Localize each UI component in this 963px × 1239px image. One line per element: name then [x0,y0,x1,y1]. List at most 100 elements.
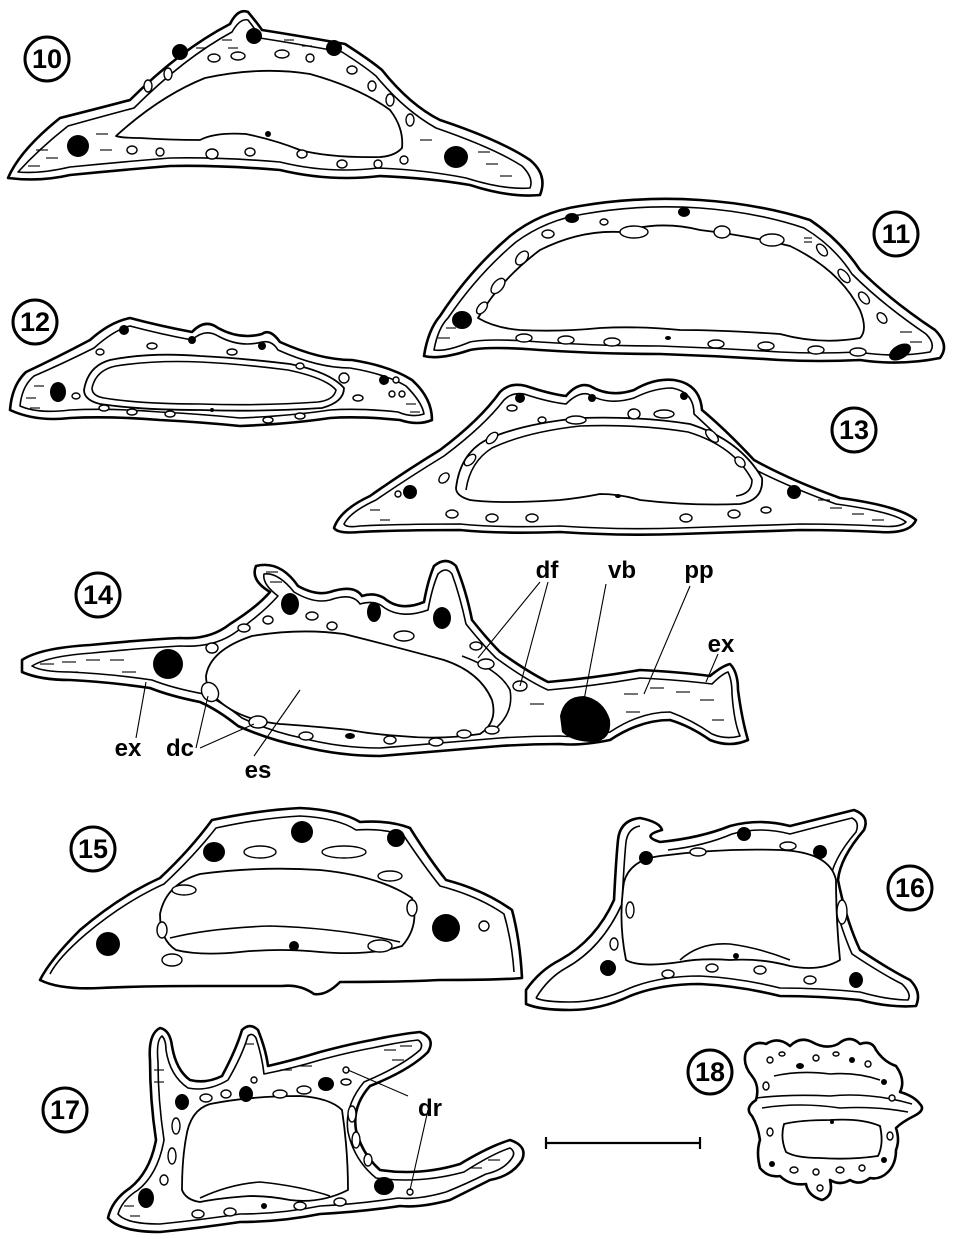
vascular-bundle [379,375,389,385]
air-canal [887,1132,893,1140]
air-canal [384,736,396,744]
figure-number-13: 13 [832,408,876,452]
svg-text:10: 10 [32,44,62,74]
air-canal [790,1167,798,1173]
svg-text:13: 13 [839,415,869,445]
vascular-bundle [67,135,89,157]
cross-section-10 [8,11,542,195]
vascular-bundle [444,146,468,168]
air-canal [368,940,392,952]
air-canal [761,507,771,513]
air-canal [457,730,471,738]
air-canal [865,1061,871,1067]
air-canal [200,1094,212,1102]
air-canal [859,1165,865,1171]
air-canal [296,363,304,369]
air-canal [780,842,796,850]
air-canal [399,391,405,397]
vascular-bundle [830,1120,834,1124]
air-canal [295,413,305,419]
leader-dr-2 [410,1110,428,1190]
vascular-bundle [175,1094,189,1110]
label-dc: dc [166,735,194,762]
air-canal [760,234,784,246]
vascular-bundle [265,131,271,137]
cross-section-14 [22,561,748,756]
air-canal [626,902,634,918]
vascular-bundle [600,960,616,976]
air-canal [168,1148,176,1164]
air-canal [690,848,706,856]
air-canal [706,964,718,972]
air-canal [306,54,314,62]
air-canal [395,491,401,497]
air-canal [850,348,866,356]
label-es: es [245,757,272,784]
vascular-bundle [50,382,66,402]
vascular-bundle [326,40,342,56]
structure-labels: df vb pp ex ex dc es dr [115,557,735,1122]
cross-section-17 [108,1026,524,1232]
cross-section-12 [10,318,432,426]
vascular-bundle [787,485,801,499]
vascular-bundle [588,394,596,402]
vascular-bundle [367,602,381,622]
vascular-bundle [886,340,914,364]
svg-text:18: 18 [695,1057,725,1087]
air-canal [127,146,137,154]
air-canal [808,346,824,354]
air-canal [147,343,157,349]
air-canal [337,160,347,168]
air-canal [394,631,414,641]
air-canal [478,659,494,669]
air-canal [208,54,220,62]
vascular-bundle [881,1079,887,1085]
air-canal [406,114,414,126]
air-canal [754,966,766,974]
vascular-bundle [813,845,827,859]
air-canal [393,377,399,383]
vascular-bundle [432,914,460,942]
air-canal [654,410,674,418]
vascular-bundle [153,649,183,679]
vascular-bundle [374,1177,394,1195]
vascular-bundle [291,821,313,843]
air-canal [662,970,674,978]
label-ex-left: ex [115,735,142,762]
air-canal [779,1052,785,1056]
vascular-bundle [239,1086,253,1102]
vascular-bundle [203,842,225,862]
leader-ex-right [706,654,718,682]
leader-ex-left [136,682,146,738]
vascular-bundle [678,207,690,217]
figure-number-17: 17 [43,1088,87,1132]
vascular-bundle [733,953,739,959]
label-pp: pp [684,557,713,584]
air-canal [620,226,648,238]
air-canal [538,417,546,423]
vascular-bundle [246,28,262,44]
air-canal [368,81,376,91]
air-canal [227,349,237,355]
air-canal [758,342,774,350]
air-canal [446,510,458,518]
air-canal [837,900,847,924]
air-canal [127,409,137,415]
vascular-bundle [515,393,525,403]
air-canal [386,94,394,106]
air-canal [206,149,218,159]
air-canal [172,1118,180,1134]
air-canal [72,393,80,399]
svg-text:16: 16 [895,873,925,903]
vascular-bundle [172,44,188,60]
vascular-bundle [737,827,751,841]
air-canal [708,340,724,348]
svg-text:11: 11 [882,219,911,249]
air-canal [244,846,276,858]
air-canal [389,391,395,397]
air-canal [526,514,538,522]
air-canal [767,1128,773,1136]
air-canal [542,230,554,238]
air-canal [352,1132,360,1148]
figure-number-12: 12 [13,300,57,344]
